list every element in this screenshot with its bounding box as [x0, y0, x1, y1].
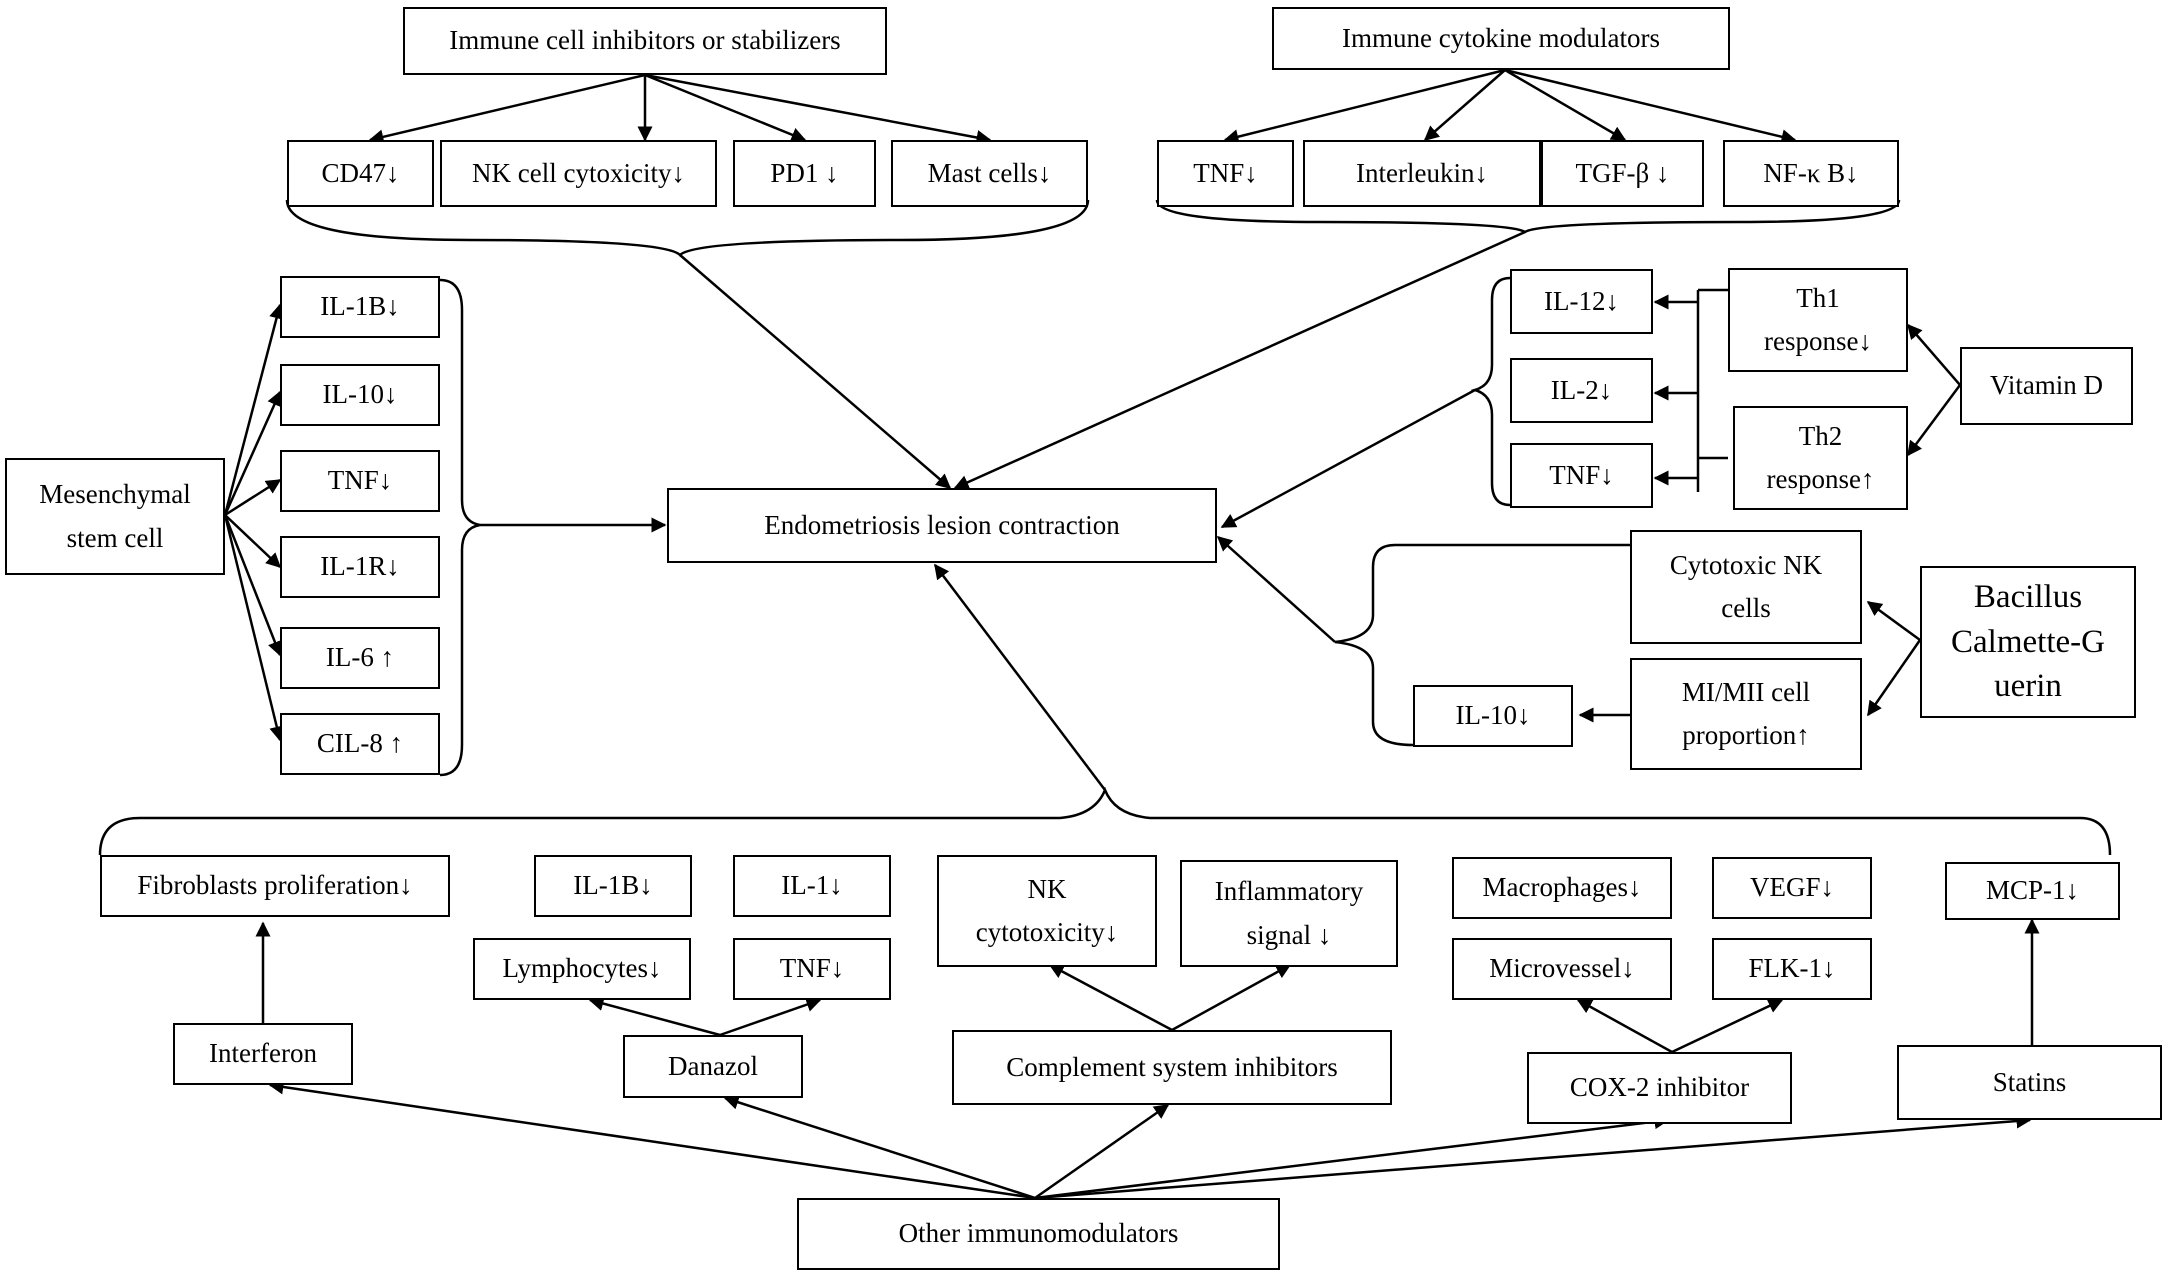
complement-system-inhibitors-box: Complement system inhibitors	[952, 1030, 1392, 1105]
arrow-bcg-to-cytotoxic-nk	[1866, 600, 1921, 642]
il1r-box: IL-1R↓	[280, 536, 440, 598]
arrow-complement-to-nk-cytotoxicity	[1048, 963, 1173, 1032]
tgf-beta-box: TGF-β ↓	[1541, 140, 1704, 207]
brace-msc-group	[439, 278, 481, 777]
bacillus-calmette-guerin-box: Bacillus Calmette-G uerin	[1920, 566, 2136, 718]
interferon-box: Interferon	[173, 1023, 353, 1085]
arrow-msc-to-il6	[223, 514, 283, 657]
vegf-box: VEGF↓	[1712, 857, 1872, 919]
th1-response-box: Th1 response↓	[1728, 268, 1908, 372]
brace-vitamind-group	[1470, 276, 1511, 507]
other-immunomodulators-box: Other immunomodulators	[797, 1198, 1280, 1270]
il6-box: IL-6 ↑	[280, 627, 440, 689]
arrow-other-to-cox2	[1034, 1114, 1670, 1200]
arrow-inhibitors-to-mast-cells	[644, 73, 992, 145]
flk1-box: FLK-1↓	[1712, 938, 1872, 1000]
nk-cell-cytoxicity-box: NK cell cytoxicity↓	[440, 140, 717, 207]
arrow-msc-to-il10	[223, 390, 282, 516]
mast-cells-box: Mast cells↓	[891, 140, 1088, 207]
pd1-box: PD1 ↓	[733, 140, 876, 207]
arrow-inhibitors-to-pd1	[644, 73, 807, 142]
arrow-vitamind-to-th2	[1906, 384, 1962, 457]
nf-kb-box: NF-κ B↓	[1723, 140, 1899, 207]
microvessel-box: Microvessel↓	[1452, 938, 1672, 1000]
arrow-danazol-to-tnf	[719, 997, 822, 1037]
arrow-other-to-statins	[1034, 1113, 2032, 1200]
immune-cell-inhibitors-box: Immune cell inhibitors or stabilizers	[403, 7, 887, 75]
arrow-other-to-complement	[1034, 1103, 1170, 1200]
mcp1-box: MCP-1↓	[1945, 862, 2120, 920]
il10-left-box: IL-10↓	[280, 364, 440, 426]
arrow-modulators-to-tnf	[1223, 68, 1506, 145]
brace-bcg-group	[1334, 543, 1630, 747]
arrow-other-to-interferon	[268, 1079, 1036, 1200]
tnf-right-box: TNF↓	[1510, 443, 1653, 508]
arrow-danazol-to-lymphocytes	[588, 996, 721, 1037]
arrow-bcg-to-mi-mii	[1866, 639, 1922, 717]
nk-cytotoxicity-box: NK cytotoxicity↓	[937, 855, 1157, 967]
tnf-top-box: TNF↓	[1157, 140, 1294, 207]
arrow-modulators-to-tgf-beta	[1504, 68, 1627, 142]
arrow-modulators-to-interleukin	[1423, 69, 1506, 141]
immune-cytokine-modulators-box: Immune cytokine modulators	[1272, 7, 1730, 70]
arrow-other-to-danazol	[723, 1095, 1036, 1200]
arrow-cox2-to-microvessel	[1576, 998, 1673, 1054]
arrow-vitamind-group-to-lesion	[1220, 388, 1476, 529]
cytotoxic-nk-cells-box: Cytotoxic NK cells	[1630, 530, 1862, 644]
arrow-bcg-group-to-lesion	[1216, 535, 1336, 643]
danazol-box: Danazol	[623, 1035, 803, 1098]
il12-box: IL-12↓	[1510, 269, 1653, 334]
interleukin-box: Interleukin↓	[1303, 140, 1541, 207]
arrow-bottom-group-to-lesion	[934, 563, 1106, 791]
tnf-bottom-box: TNF↓	[733, 938, 891, 1000]
arrow-vitamind-to-th1	[1907, 323, 1961, 386]
tnf-left-box: TNF↓	[280, 450, 440, 512]
arrow-msc-to-il1b	[223, 303, 284, 516]
endometriosis-lesion-contraction-box: Endometriosis lesion contraction	[667, 488, 1217, 563]
arrow-msc-to-cil8	[223, 514, 285, 742]
il1-bottom-box: IL-1↓	[733, 855, 891, 917]
inflammatory-signal-box: Inflammatory signal ↓	[1180, 860, 1398, 967]
arrow-inhibitors-to-cd47	[368, 73, 646, 145]
fibroblasts-proliferation-box: Fibroblasts proliferation↓	[100, 855, 450, 917]
arrow-complement-to-inflammatory-signal	[1171, 963, 1292, 1032]
arrow-msc-to-tnf	[224, 478, 282, 517]
arrow-modulators-to-nf-kb	[1504, 68, 1797, 145]
il10-right-box: IL-10↓	[1413, 685, 1573, 747]
vitamin-d-box: Vitamin D	[1960, 347, 2133, 425]
il1b-bottom-box: IL-1B↓	[534, 855, 692, 917]
cd47-box: CD47↓	[287, 140, 434, 207]
mesenchymal-stem-cell-box: Mesenchymal stem cell	[5, 458, 225, 575]
macrophages-box: Macrophages↓	[1452, 857, 1672, 919]
lymphocytes-box: Lymphocytes↓	[473, 938, 691, 1000]
brace-immune-cell-group	[285, 199, 1090, 257]
arrow-immune-cells-to-lesion	[679, 254, 952, 489]
cil8-box: CIL-8 ↑	[280, 713, 440, 775]
il2-box: IL-2↓	[1510, 358, 1653, 423]
cox2-inhibitor-box: COX-2 inhibitor	[1527, 1052, 1792, 1124]
th2-response-box: Th2 response↑	[1733, 406, 1908, 510]
mi-mii-cell-proportion-box: MI/MII cell proportion↑	[1630, 658, 1862, 770]
arrow-msc-to-il1r	[224, 514, 282, 569]
brace-other-immunomodulators	[98, 786, 2112, 856]
arrow-cox2-to-flk1	[1671, 998, 1784, 1054]
il1b-left-box: IL-1B↓	[280, 276, 440, 338]
arrow-cytokines-to-lesion	[953, 230, 1526, 490]
statins-box: Statins	[1897, 1045, 2162, 1120]
